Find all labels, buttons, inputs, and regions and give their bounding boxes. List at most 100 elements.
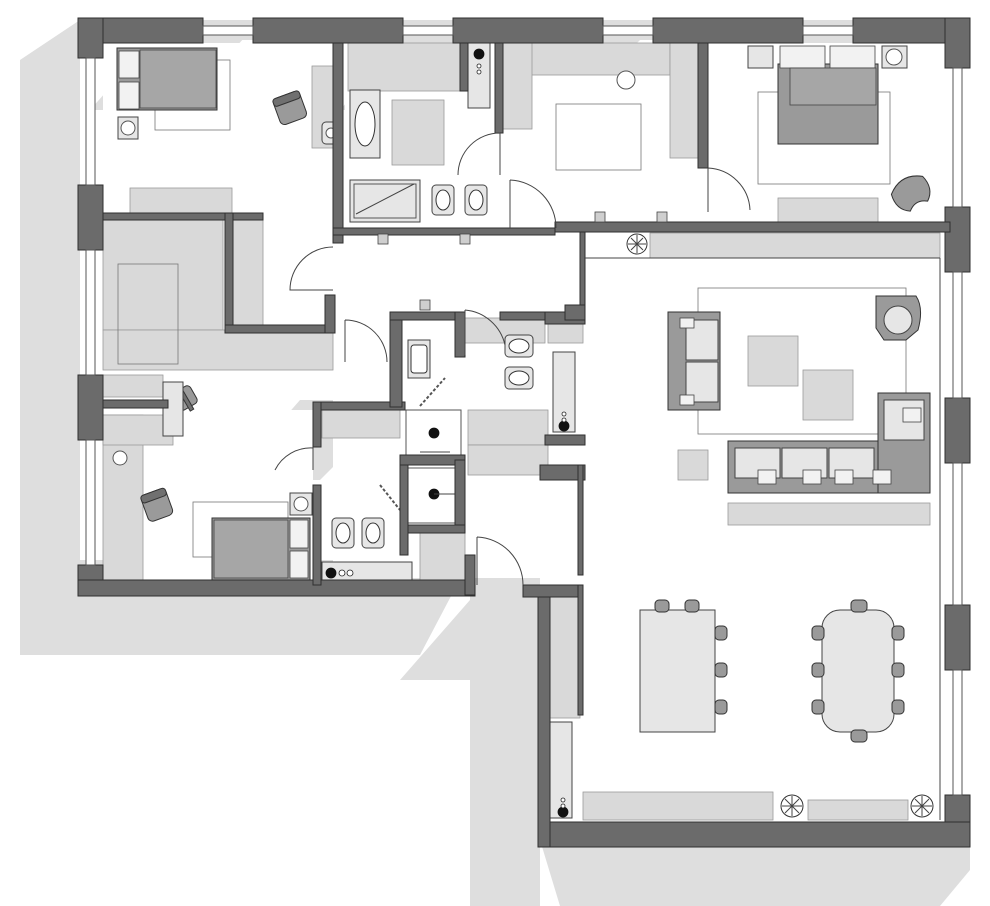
shadow-left-band-3 [20, 350, 80, 450]
bath-2-storage [321, 407, 401, 439]
wall-bath3-east [454, 311, 466, 358]
hall-cabinet-2 [467, 444, 549, 476]
nightstand-master-left [747, 45, 774, 69]
symbols-layer [377, 211, 668, 311]
wall-study-east [224, 212, 234, 331]
study-l-desk-a [102, 219, 224, 331]
plant-living-bottom-2 [910, 794, 934, 818]
wall-left-2 [77, 184, 104, 251]
bath-1-floor-mat [391, 99, 445, 166]
living-storage-left [549, 587, 581, 719]
study-l-desk-c [102, 329, 334, 371]
wall-bath2-east-stub [399, 464, 409, 556]
dining-table-left [639, 599, 728, 733]
window-top-3 [602, 25, 654, 36]
plant-entry [626, 233, 648, 255]
window-right-2 [952, 271, 963, 399]
living-storage-top [649, 232, 941, 259]
shower-glass-bath-3 [419, 377, 446, 407]
wall-top-4 [652, 17, 804, 44]
bidet-bath-3 [504, 366, 534, 390]
doors-layer [274, 132, 751, 586]
wall-left-1 [77, 17, 104, 59]
shadow-left-band-2 [20, 200, 80, 300]
kitchen-sink [616, 70, 636, 90]
toilet-bath-1 [431, 184, 455, 216]
armchair-living [875, 295, 922, 341]
shower-glass-bath-2 [379, 484, 401, 511]
bed-bedroom-3 [211, 517, 311, 581]
master-wardrobe [777, 197, 879, 224]
kitchen-counter-top [529, 42, 671, 76]
study-l-desk-b [232, 219, 264, 331]
walls-layer [77, 17, 971, 848]
wall-bath1-south [332, 227, 556, 236]
outlet-3 [594, 211, 606, 223]
shadow-left-band-1 [20, 60, 80, 160]
window-right-3 [952, 462, 963, 606]
bathtub-bath-1 [349, 179, 421, 223]
hall-cabinet-1 [467, 409, 549, 446]
window-right-4 [952, 669, 963, 796]
wall-study-east-2 [324, 294, 336, 334]
wall-hall-right-4 [577, 464, 584, 576]
wall-bedroom3-north [102, 399, 169, 409]
wall-entry-corner [522, 584, 584, 598]
wall-left-3 [77, 374, 104, 441]
hall-cupboard [419, 529, 466, 581]
study-desk-side [162, 381, 184, 437]
toilet-bath-2 [331, 517, 355, 549]
living-console [727, 502, 931, 526]
wall-living-left-strip [577, 584, 584, 716]
wall-bedroom3-east [312, 484, 322, 586]
door-master [707, 167, 751, 212]
outlet-2 [459, 233, 471, 245]
wall-hall-right-3 [539, 464, 586, 481]
door-bath-1 [457, 132, 501, 176]
living-coffee-table-2 [802, 369, 854, 421]
wall-bottom-left [77, 579, 476, 597]
armchair-master [890, 175, 931, 212]
sofa-sectional [727, 392, 931, 494]
outlet-4 [656, 211, 668, 223]
living-side-table [677, 449, 709, 481]
kitchen-counter-right [669, 42, 701, 159]
office-chair-bedroom-3 [140, 487, 174, 522]
shadow-lower-diag [400, 600, 540, 680]
wall-bath2-west [312, 401, 322, 448]
door-bath-3 [464, 309, 506, 355]
plant-living-bottom-1 [780, 794, 804, 818]
wall-right-1 [944, 17, 971, 69]
wall-hall-right-1 [579, 231, 586, 313]
door-bedroom-1 [289, 246, 334, 291]
window-top-2 [402, 25, 454, 36]
bath-1-vanity [347, 42, 461, 92]
window-left-3 [85, 439, 96, 566]
armchair-bedroom-1 [272, 90, 308, 126]
boiler-bath-3 [552, 351, 576, 433]
windows-layer [85, 25, 963, 796]
wall-study-south [224, 324, 336, 334]
living-storage-bottom [582, 791, 774, 821]
boiler-bath-1 [467, 42, 491, 109]
shadow-top-left [20, 20, 80, 655]
wall-bath3-top [389, 311, 463, 321]
wall-top-3 [452, 17, 604, 44]
wall-bottom-right [537, 821, 971, 848]
wall-right-3 [944, 397, 971, 464]
door-entry [476, 536, 524, 586]
bidet-bath-1 [464, 184, 488, 216]
kitchen-island [555, 103, 642, 171]
shadow-right-bottom [540, 840, 970, 906]
kitchen-counter-left [499, 42, 533, 130]
wall-bedroom1-east [332, 42, 344, 244]
wall-kitchen-south [554, 221, 951, 233]
wall-living-left-lower [537, 584, 551, 848]
door-bedroom-3 [274, 447, 314, 471]
living-coffee-table-1 [747, 335, 799, 387]
fixtures-layer [102, 42, 941, 821]
wall-bath1-east [494, 42, 504, 134]
boiler-living [549, 721, 573, 819]
study-rug [117, 263, 179, 365]
toilet-bath-3 [504, 334, 534, 358]
